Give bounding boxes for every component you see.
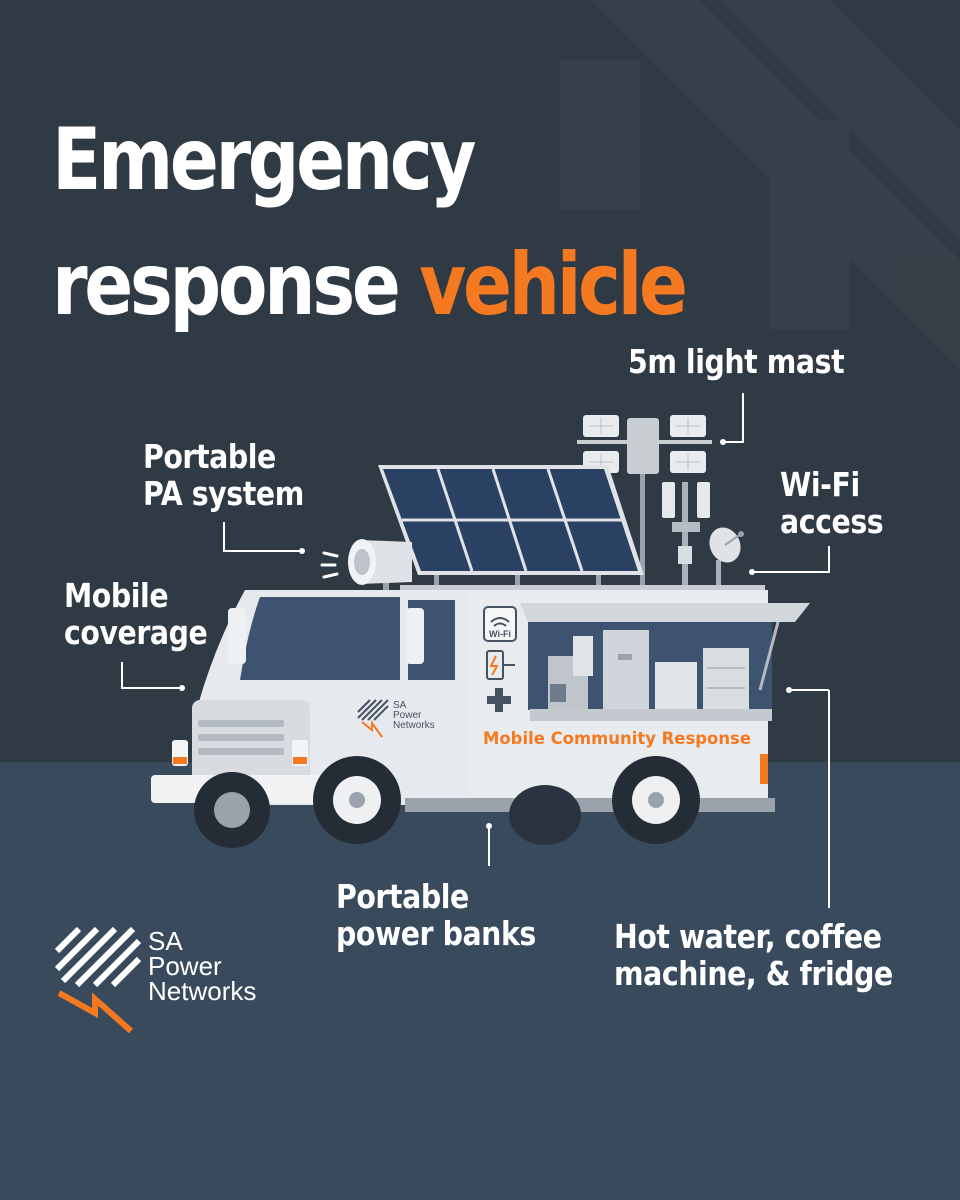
solar-panel <box>378 465 644 590</box>
door-logo-line2: Power <box>393 710 422 721</box>
rear-wheel-inner <box>509 785 581 845</box>
vehicle-cab <box>151 590 470 805</box>
door-logo: SA Power Networks <box>357 699 435 738</box>
rear-wheel <box>612 756 700 844</box>
background-bottom <box>0 762 960 1200</box>
label-power-banks: Portable power banks <box>336 877 536 953</box>
sa-power-networks-logo: SA Power Networks <box>54 925 257 1040</box>
door-logo-line3: Networks <box>393 720 435 731</box>
coffee-machine <box>548 636 593 709</box>
pa-speaker <box>320 539 412 593</box>
brand-name: SA Power Networks <box>148 926 257 1006</box>
mobile-antenna <box>662 482 710 590</box>
label-mobile-coverage: Mobile coverage <box>64 576 208 652</box>
light-mast <box>577 415 712 590</box>
front-wheel <box>194 756 401 848</box>
wifi-dish <box>709 527 744 590</box>
label-pa-system: Portable PA system <box>143 437 304 513</box>
fridge <box>603 630 649 709</box>
vehicle-side-text: Mobile Community Response <box>483 729 751 749</box>
label-light-mast: 5m light mast <box>628 342 845 381</box>
hot-water-units <box>655 648 749 709</box>
wifi-badge-text: Wi-Fi <box>489 629 511 639</box>
brand-mark-icon <box>54 926 142 1034</box>
page-title: Emergency response vehicle <box>52 110 688 335</box>
door-logo-line1: SA <box>393 700 407 711</box>
label-wifi-access: Wi-Fi access <box>780 465 884 541</box>
background-pattern <box>0 0 960 762</box>
label-hot-water: Hot water, coffee machine, & fridge <box>614 917 893 993</box>
vehicle-body: Wi-Fi <box>468 590 810 805</box>
